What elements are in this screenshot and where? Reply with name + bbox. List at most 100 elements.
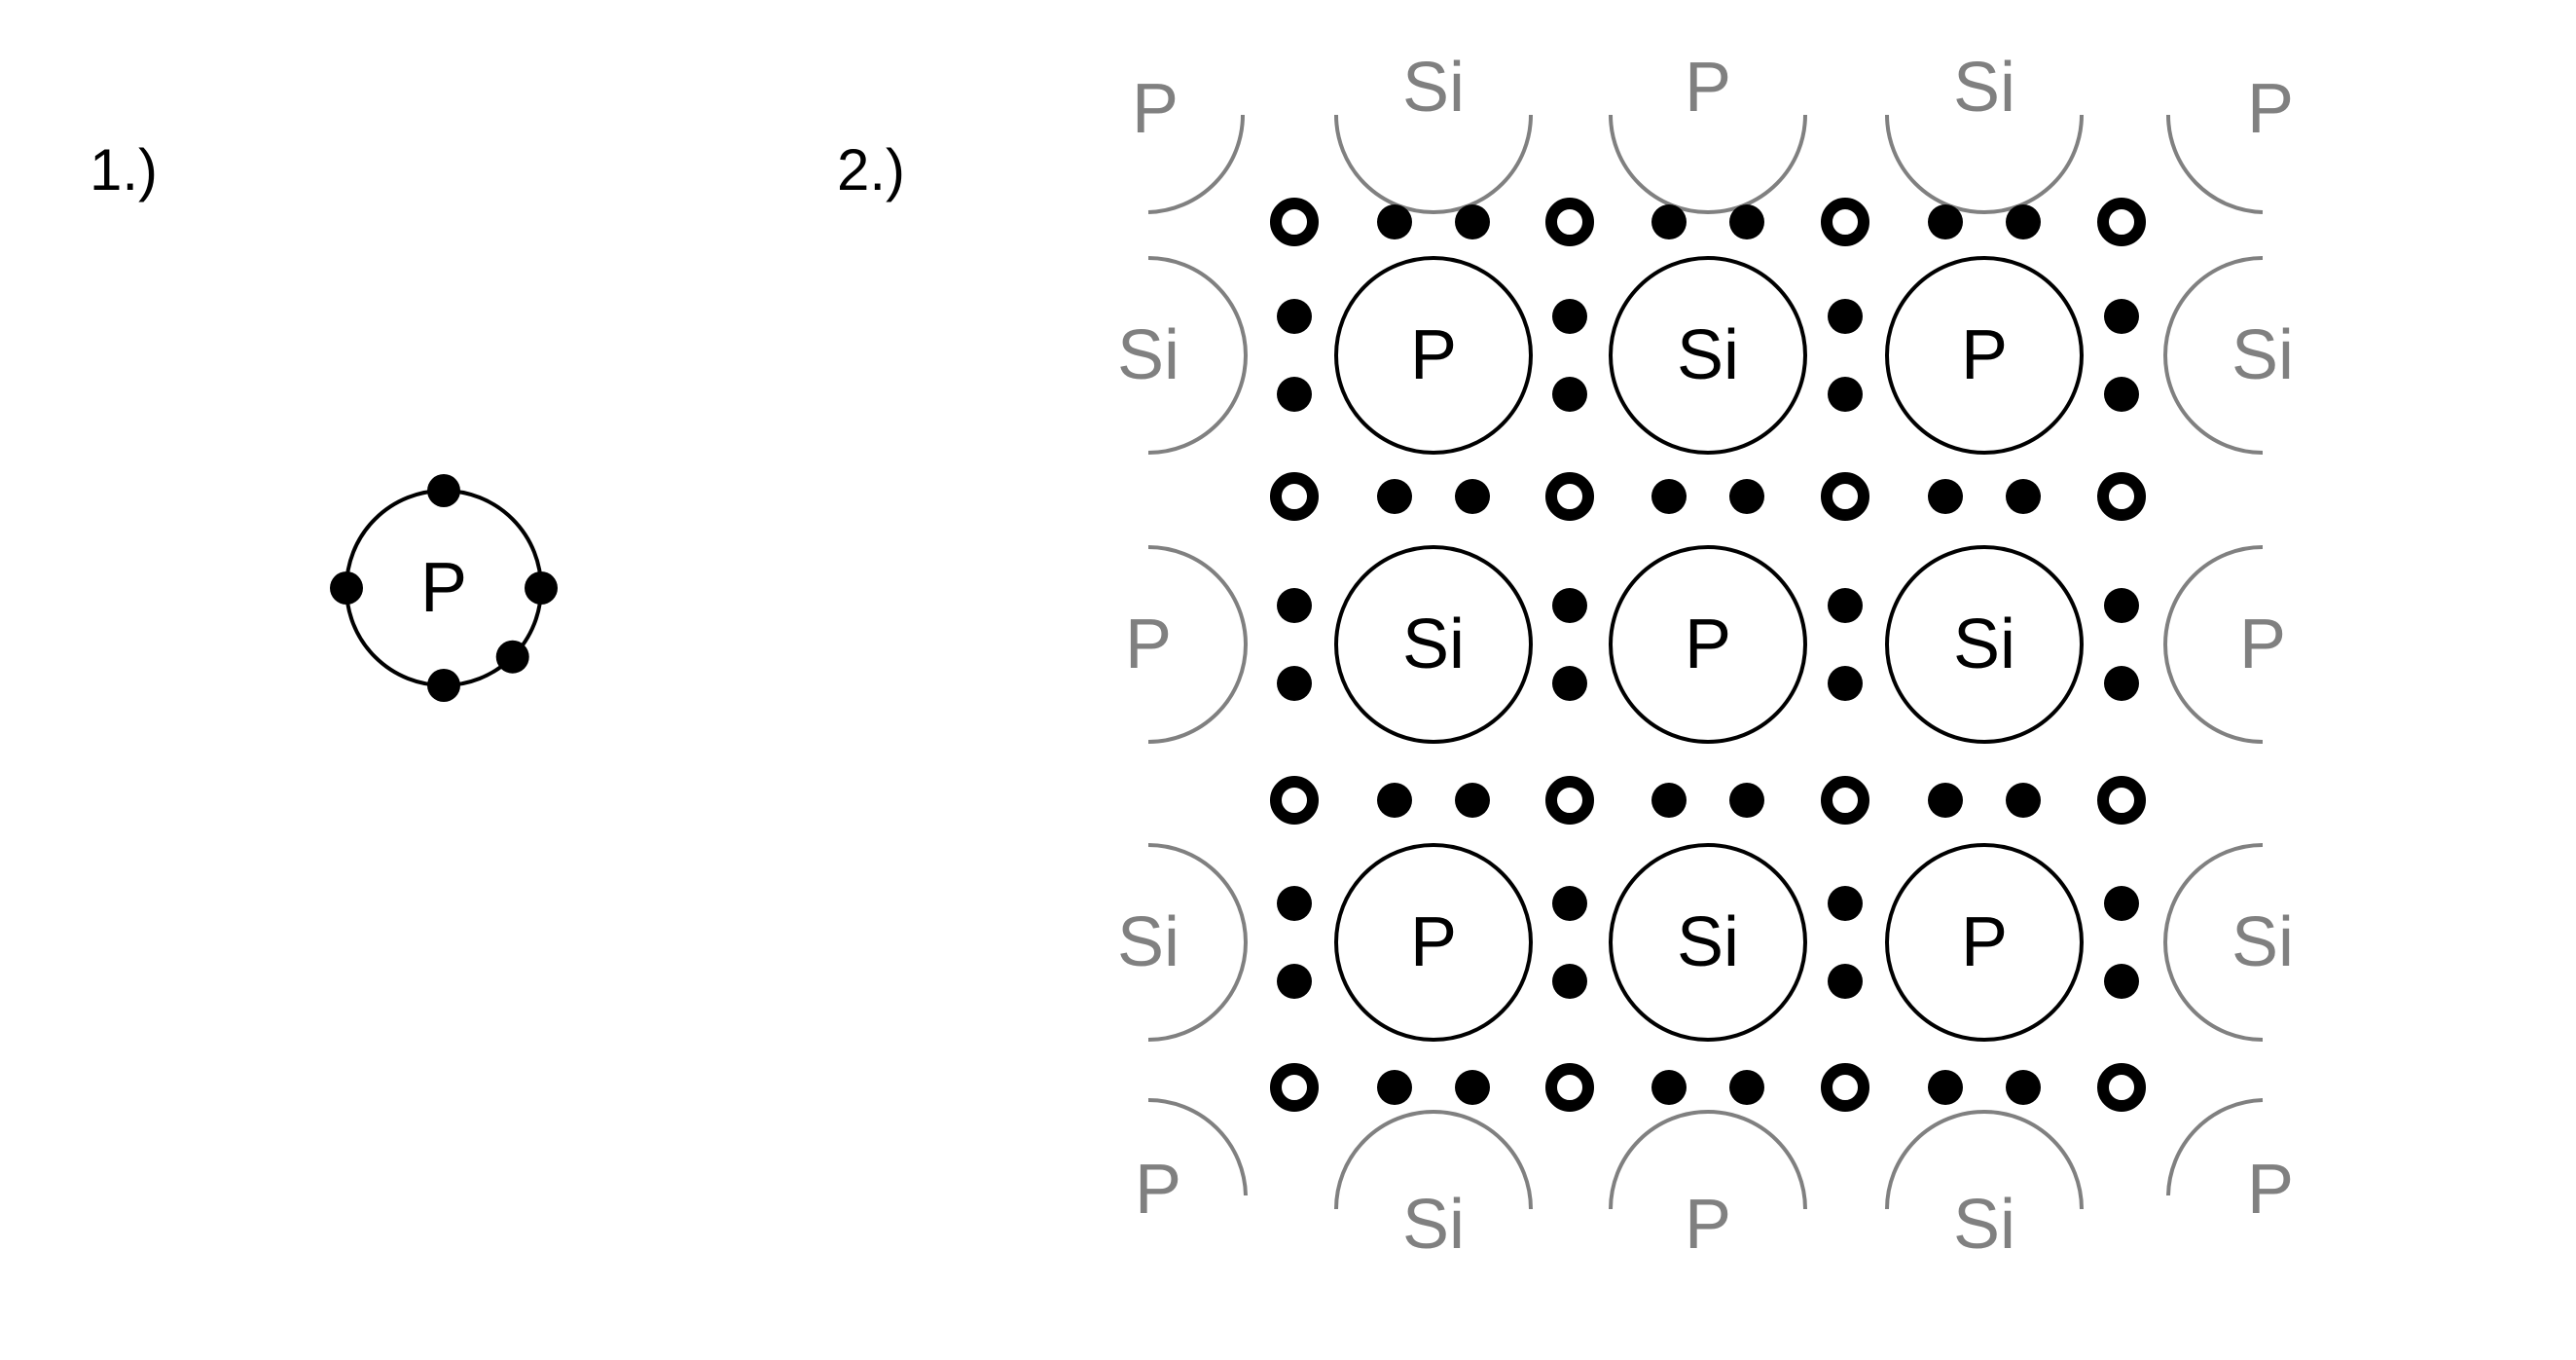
bond-electron [2104,666,2139,701]
neighbor-symbol-bottom: Si [1953,1186,2015,1264]
bond-electron [1277,886,1312,921]
bond-electron [2104,588,2139,623]
bond-electron [1277,377,1312,412]
bond-electron [2006,479,2041,514]
neighbor-arc-corner [1147,1098,1248,1196]
neighbor-arc-bottom [1334,1110,1533,1210]
bond-electron [1277,588,1312,623]
bond-electron [1828,964,1863,999]
neighbor-symbol-top: Si [1402,49,1465,127]
lattice-atom [1334,545,1533,744]
bond-electron [2006,1070,2041,1105]
bond-electron [1651,783,1687,818]
hole-marker [2097,776,2146,825]
hole-marker [1821,472,1869,521]
bond-electron [1928,479,1963,514]
neighbor-arc-corner [2166,114,2264,214]
neighbor-symbol-top: Si [1953,49,2015,127]
bond-electron [1828,588,1863,623]
bond-electron [2104,964,2139,999]
neighbor-symbol-right: P [2239,606,2286,683]
bond-electron [1729,479,1764,514]
hole-marker [2097,472,2146,521]
lattice-atom [1334,843,1533,1042]
bond-electron [1729,204,1764,239]
neighbor-arc-bottom [1609,1110,1807,1210]
bond-electron [1928,204,1963,239]
lattice-atom-symbol: P [1961,316,2008,394]
lattice-atom-symbol: P [1961,903,2008,981]
bond-electron [1651,479,1687,514]
neighbor-symbol-corner: P [2247,70,2294,148]
neighbor-symbol-left: Si [1117,903,1179,981]
bond-electron [1552,299,1587,334]
lattice-atom-symbol: Si [1953,606,2015,683]
lattice-atom-symbol: P [1410,903,1457,981]
bond-electron [1455,1070,1490,1105]
neighbor-arc-right [2163,545,2264,744]
bond-electron [1552,964,1587,999]
bond-electron [2104,299,2139,334]
bond-electron [1552,588,1587,623]
lattice-atom-symbol: Si [1677,903,1739,981]
bond-electron [1277,964,1312,999]
bond-electron [1651,1070,1687,1105]
neighbor-symbol-left: Si [1117,316,1179,394]
lattice-atom [1885,843,2084,1042]
valence-electron [330,571,363,605]
hole-marker [1545,472,1594,521]
bond-electron [1651,204,1687,239]
neighbor-arc-left [1147,256,1248,455]
neighbor-arc-corner [1147,114,1245,214]
lattice-atom-symbol: Si [1677,316,1739,394]
lattice-atom [1609,843,1807,1042]
lattice-atom [1885,545,2084,744]
valence-electron [427,474,460,507]
neighbor-symbol-right: Si [2231,903,2294,981]
neighbor-symbol-corner: P [2247,1151,2294,1229]
bond-electron [1828,666,1863,701]
bond-electron [1377,783,1412,818]
neighbor-arc-top [1885,114,2084,214]
neighbor-arc-top [1334,114,1533,214]
bond-electron [1377,1070,1412,1105]
atom-symbol: P [420,549,467,627]
valence-electron [525,571,558,605]
bond-electron [1928,783,1963,818]
lattice-atom-symbol: P [1685,606,1731,683]
bond-electron [1377,479,1412,514]
neighbor-symbol-right: Si [2231,316,2294,394]
hole-marker [2097,198,2146,246]
lattice-atom [1609,256,1807,455]
neighbor-arc-right [2163,843,2264,1042]
bond-electron [1729,1070,1764,1105]
bond-electron [1377,204,1412,239]
bond-electrons [1270,198,2146,1112]
bond-electron [1455,479,1490,514]
neighbor-symbol-bottom: Si [1402,1186,1465,1264]
hole-marker [1545,198,1594,246]
bond-electron [2006,783,2041,818]
neighbor-arc-corner [2166,1098,2264,1196]
neighbor-arc-right [2163,256,2264,455]
neighbor-symbol-left: P [1125,606,1172,683]
lattice-atom [1609,545,1807,744]
hole-marker [1270,198,1319,246]
hole-marker [1270,1063,1319,1112]
bond-electron [1552,886,1587,921]
lattice-atom-symbol: Si [1402,606,1465,683]
bond-electron [1828,299,1863,334]
bond-electron [2006,204,2041,239]
neighbor-arc-top [1609,114,1807,214]
hole-marker [1821,776,1869,825]
bond-electron [1552,377,1587,412]
bond-electron [1455,204,1490,239]
hole-marker [2097,1063,2146,1112]
bond-electron [2104,377,2139,412]
hole-marker [1270,472,1319,521]
lattice-atom-symbol: P [1410,316,1457,394]
